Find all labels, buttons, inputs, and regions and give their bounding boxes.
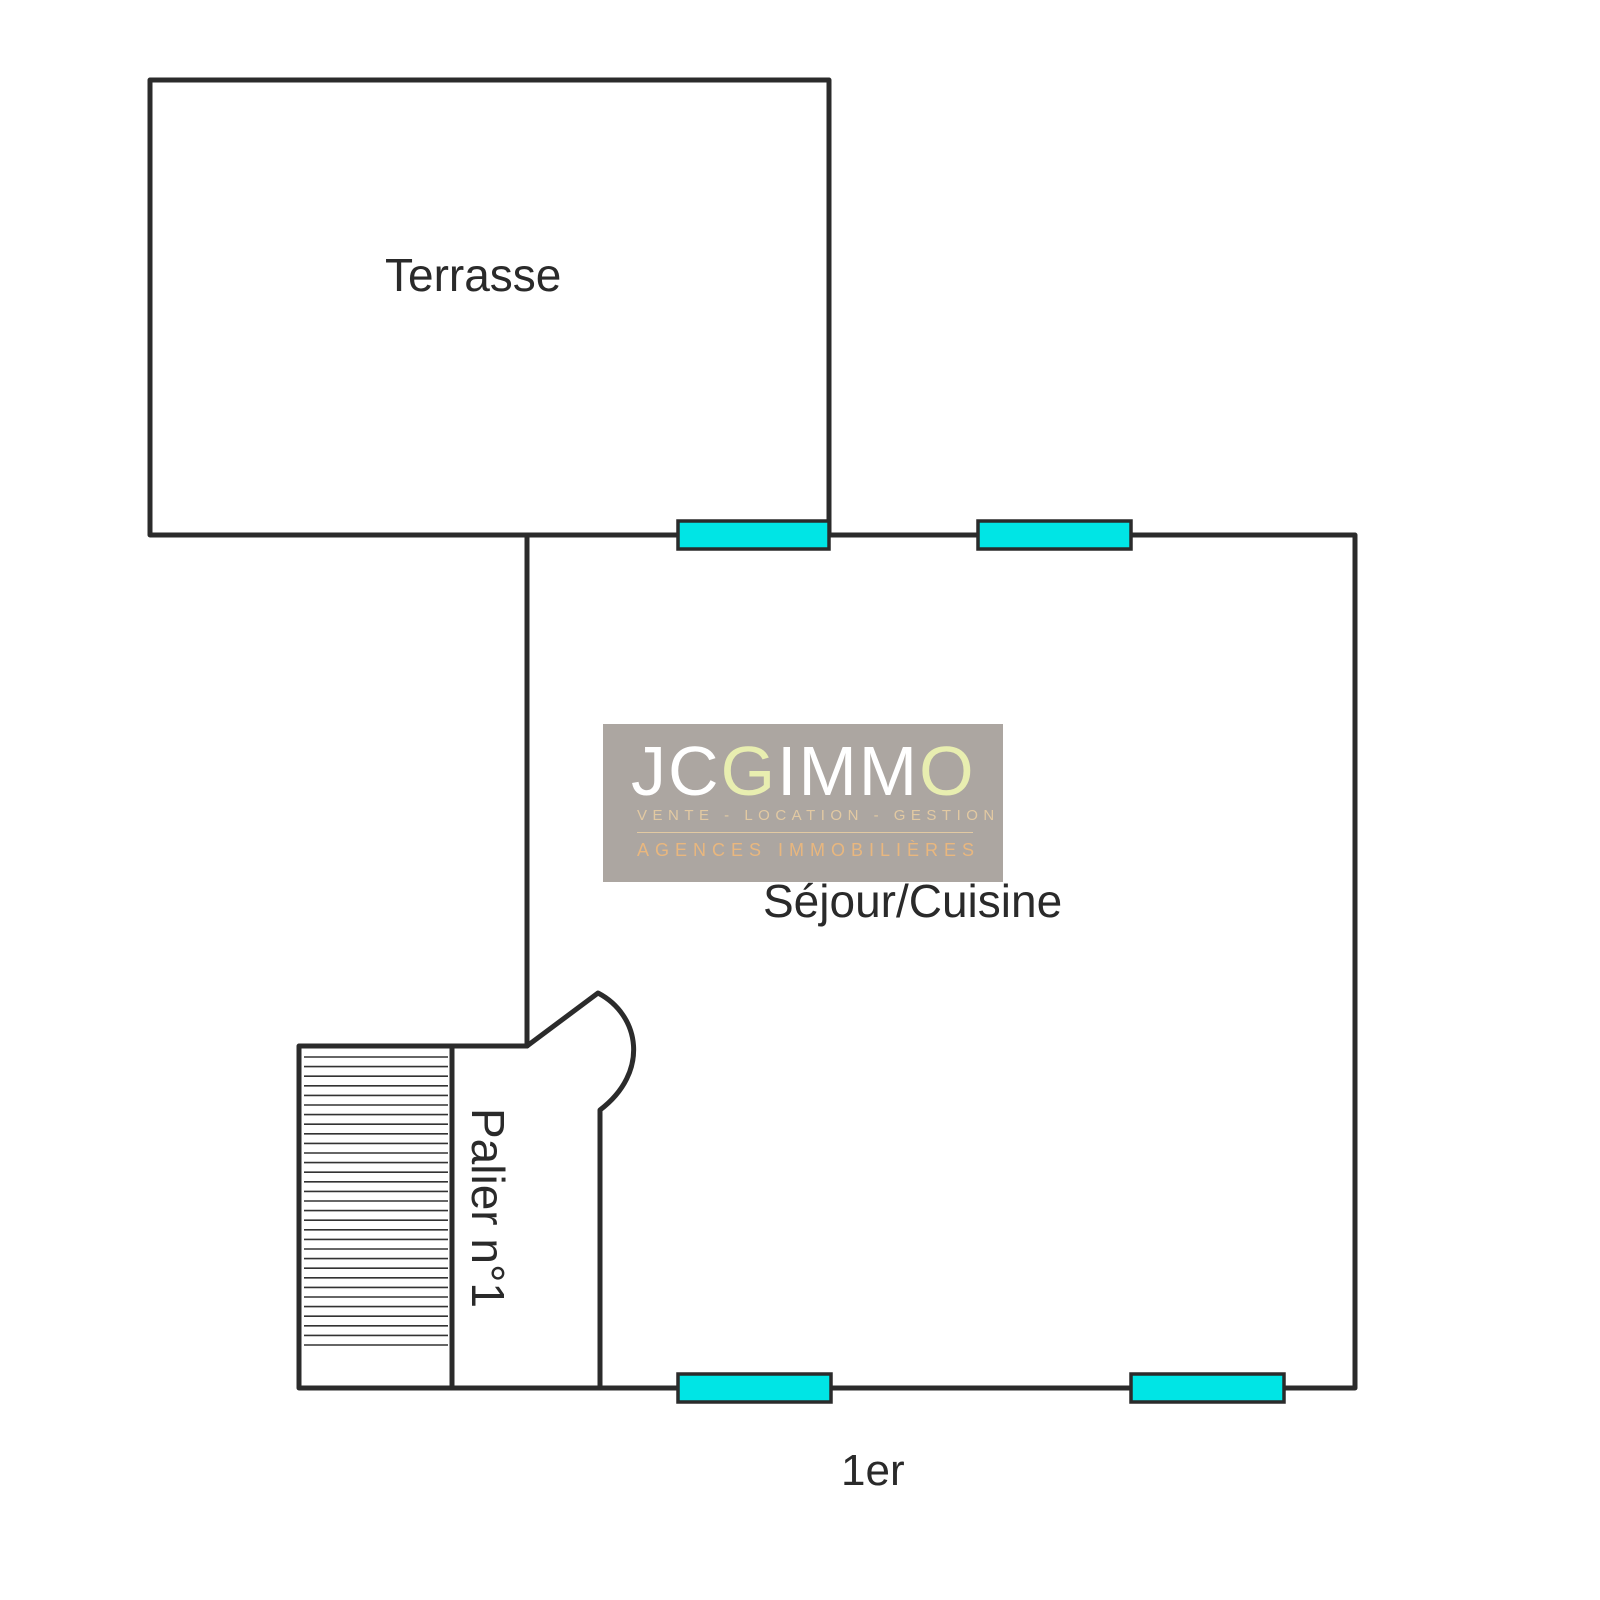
- logo-part-4: O: [919, 732, 976, 810]
- logo-divider: [637, 832, 973, 833]
- room-label-sejour: Séjour/Cuisine: [763, 875, 1062, 927]
- window-bottom-right: [1129, 1372, 1286, 1404]
- agency-logo: JCGIMMO VENTE - LOCATION - GESTION AGENC…: [603, 724, 1003, 882]
- logo-part-2: G: [720, 732, 778, 810]
- logo-tagline: VENTE - LOCATION - GESTION: [637, 807, 1000, 824]
- window-top-right: [976, 519, 1133, 551]
- landing-door-wall: [524, 990, 637, 1391]
- logo-part-3: IMM: [777, 732, 920, 810]
- room-label-palier: Palier n°1: [462, 1108, 514, 1308]
- floor-label: 1er: [841, 1446, 905, 1495]
- logo-subtitle: AGENCES IMMOBILIÈRES: [637, 840, 981, 860]
- sejour-wall: [526, 532, 1358, 1391]
- staircase-outline: [296, 1043, 455, 1391]
- logo-wordmark: JCGIMMO: [631, 736, 976, 806]
- window-top-left: [676, 519, 831, 551]
- logo-part-1: JC: [631, 732, 721, 810]
- window-bottom-left: [676, 1372, 833, 1404]
- staircase-steps: [304, 1056, 448, 1346]
- room-label-terrasse: Terrasse: [385, 249, 561, 301]
- terrasse-outline: [147, 77, 832, 538]
